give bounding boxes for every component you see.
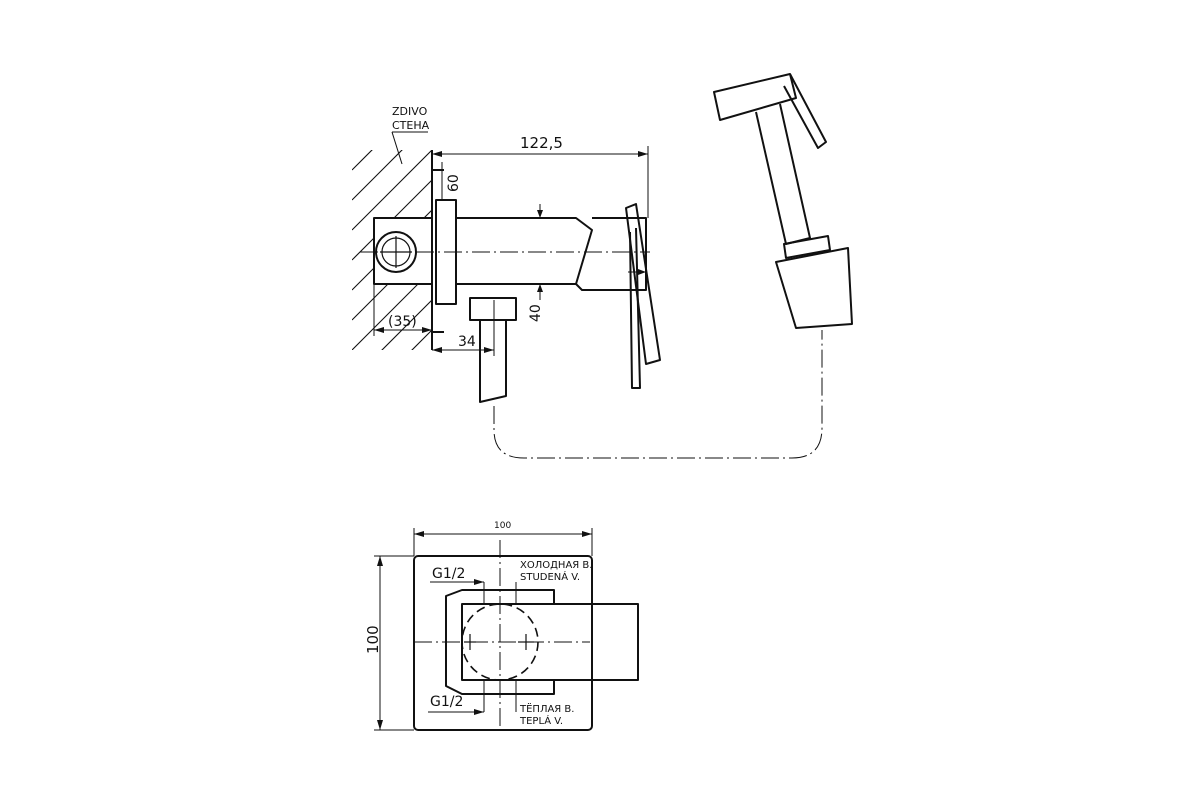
- thread-top-label: G1/2: [432, 566, 465, 582]
- dim-plate-label: 60: [446, 174, 462, 192]
- dim-total-label: 122,5: [520, 134, 563, 152]
- shower-handle: [755, 103, 811, 245]
- dim-outlet-offset-label: 34: [458, 334, 476, 350]
- front-view: 100 100 G1/2 ХОЛОДНАЯ В. STUDENÁ V. G1/2…: [364, 521, 639, 731]
- mixer-body: [456, 217, 593, 285]
- side-view: 122,5 60 40 34 (35) ZDIVO СТЕНА: [352, 73, 853, 459]
- hand-shower: [713, 73, 853, 329]
- cold-label-ru: ХОЛОДНАЯ В.: [520, 560, 592, 571]
- thread-bottom-label: G1/2: [430, 694, 463, 710]
- hose-path: [493, 330, 823, 459]
- front-plate: [413, 555, 593, 731]
- front-height-label: 100: [364, 625, 382, 654]
- wall-hatch: [352, 150, 432, 350]
- dim-outlet-height-label: 40: [528, 304, 544, 322]
- warm-label-ru: ТЁПЛАЯ В.: [519, 702, 574, 715]
- outlet-nut: [469, 297, 517, 321]
- dim-wall-depth-label: (35): [388, 314, 417, 330]
- warm-label-cz: TEPLÁ V.: [519, 714, 563, 727]
- cold-label-cz: STUDENÁ V.: [520, 570, 580, 583]
- lever-blade: [625, 203, 661, 365]
- front-width-label: 100: [494, 521, 511, 531]
- front-handle: [462, 603, 639, 681]
- wall-label-zdivo: ZDIVO: [392, 105, 428, 118]
- shower-hose-cone: [775, 247, 853, 329]
- outlet-pipe: [479, 320, 507, 403]
- wall-label-stena: СТЕНА: [392, 119, 430, 132]
- shower-head: [713, 73, 797, 121]
- concealed-body: [373, 217, 433, 285]
